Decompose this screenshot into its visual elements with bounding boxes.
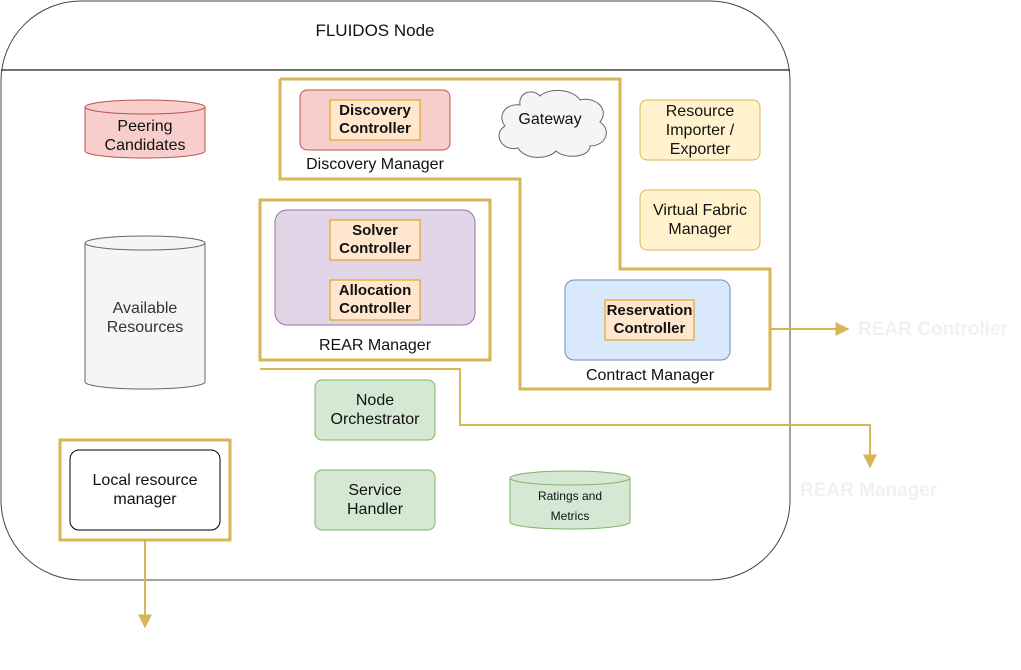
allocation-controller-label: Allocation Controller — [338, 282, 412, 317]
rear-manager-frame — [258, 198, 492, 362]
resource-importer-box[interactable] — [639, 99, 761, 161]
rear-manager-label: REAR Manager — [318, 336, 432, 354]
peering-candidates-store — [84, 99, 206, 159]
ratings-metrics-label: Ratings and Metrics — [537, 489, 603, 523]
peering-candidates-label: Peering Candidates — [104, 118, 186, 154]
gateway-cloud[interactable] — [498, 90, 607, 158]
discovery-controller-box[interactable] — [329, 99, 421, 141]
local-resource-manager-label: Local resource manager — [92, 472, 198, 508]
node-orchestrator-label: Node Orchestrator — [330, 392, 420, 428]
available-resources-label: Available Resources — [106, 300, 184, 336]
allocation-controller-box[interactable] — [329, 279, 421, 321]
node-orchestrator-box[interactable] — [314, 379, 436, 441]
node-title: FLUIDOS Node — [315, 20, 435, 40]
service-handler-box[interactable] — [314, 469, 436, 531]
reservation-controller-label: Reservation Controller — [606, 302, 693, 337]
solver-controller-label: Solver Controller — [339, 222, 411, 257]
resource-importer-label: Resource Importer / Exporter — [665, 102, 735, 158]
discovery-manager-label: Discovery Manager — [306, 155, 444, 173]
virtual-fabric-label: Virtual Fabric Manager — [653, 202, 747, 238]
ratings-metrics-store — [509, 470, 631, 530]
external-rear-controller-label: REAR Controller — [858, 318, 1008, 340]
local-resource-manager-box[interactable] — [69, 449, 221, 531]
rear-manager-box[interactable] — [274, 209, 476, 326]
gateway-label: Gateway — [518, 110, 582, 128]
discovery-controller-label: Discovery Controller — [339, 102, 411, 137]
rear-manager-arrow — [260, 368, 877, 469]
discovery-frame — [278, 77, 772, 391]
external-rear-manager-label: REAR Manager — [800, 479, 938, 501]
reservation-controller-box[interactable] — [604, 299, 695, 341]
available-resources-store — [84, 235, 206, 390]
solver-controller-box[interactable] — [329, 219, 421, 261]
service-handler-label: Service Handler — [346, 482, 404, 518]
virtual-fabric-box[interactable] — [639, 189, 761, 251]
contract-manager-label: Contract Manager — [585, 366, 715, 384]
